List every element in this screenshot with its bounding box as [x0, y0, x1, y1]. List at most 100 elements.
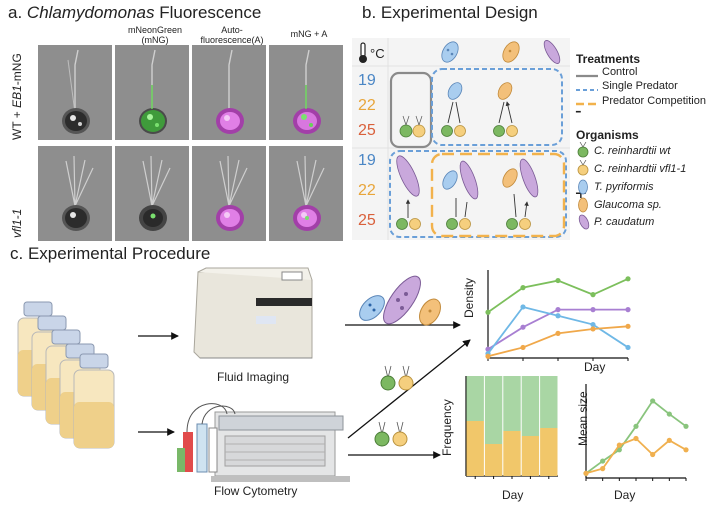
column-header-merged: mNG + A	[290, 29, 328, 39]
temp-25-top: 25	[358, 122, 376, 139]
density-series-0-point	[590, 292, 596, 298]
tetrahymena-icon	[441, 41, 459, 63]
column-header-autofluorescence: Auto-fluorescence(A)	[200, 25, 264, 45]
legend-predator-competition-label: Predator Competition	[602, 95, 706, 107]
size-ylabel: Mean size	[576, 391, 590, 446]
temp-22-bottom: 22	[358, 182, 376, 199]
frequency-bar-4-seg-1	[540, 376, 558, 428]
frequency-bar-1-seg-1	[484, 376, 503, 444]
size-series-1-point	[633, 435, 639, 442]
micrograph-wt-merged	[269, 45, 343, 140]
algae-pair-icons-low	[374, 421, 408, 447]
design-grid	[352, 38, 570, 240]
density-series-0-point	[485, 309, 491, 315]
legend-organism-vfl1: C. reinhardtii vfl1-1	[594, 163, 687, 175]
column-header-mng: mNeonGreen(mNG)	[127, 25, 183, 45]
size-series-1-point	[583, 470, 589, 476]
micrograph-vfl1-mng	[115, 146, 189, 241]
frequency-bar-0-seg-0	[466, 421, 484, 476]
temperature-unit: °C	[370, 46, 385, 61]
frequency-bar-2-seg-0	[503, 431, 521, 476]
thermometer-icon	[358, 42, 368, 64]
legend-organism-tetrahymena: T. pyriformis	[594, 181, 654, 193]
density-series-2-point	[555, 313, 561, 319]
density-chart	[485, 270, 631, 361]
micrograph-wt-autofluorescence	[192, 45, 266, 140]
micrograph-wt-mng	[115, 45, 189, 140]
temp-25-bottom: 25	[358, 212, 376, 229]
temp-22-top: 22	[358, 97, 376, 114]
density-series-0-point	[625, 276, 631, 282]
legend-organism-glaucoma: Glaucoma sp.	[594, 199, 662, 211]
micrograph-vfl1-merged	[269, 146, 343, 241]
density-series-1-point	[555, 307, 561, 313]
bottom-row-organisms	[396, 155, 539, 230]
frequency-ylabel: Frequency	[440, 399, 454, 456]
size-series-1-point	[666, 437, 672, 443]
legend-control-label: Control	[602, 66, 638, 78]
sign-minus: -	[575, 100, 582, 122]
density-series-3-point	[485, 353, 491, 359]
temp-19-top: 19	[358, 72, 376, 89]
frequency-bar-4-seg-0	[540, 428, 558, 476]
predator-cluster-icons	[359, 275, 441, 326]
yellow-alga-icon	[577, 160, 589, 176]
size-series-1-point	[616, 442, 622, 448]
legend-single-predator-swatch	[576, 89, 598, 91]
size-series-0-point	[600, 458, 606, 464]
frequency-bar-3-seg-0	[521, 436, 540, 476]
size-series-0-point	[666, 411, 672, 417]
density-series-3-point	[625, 323, 631, 329]
frequency-chart	[465, 376, 558, 479]
legend-single-predator-label: Single Predator	[602, 80, 678, 92]
frequency-bar-0-seg-1	[466, 376, 484, 421]
size-series-1-point	[650, 451, 656, 458]
treatments-heading: Treatments	[576, 52, 641, 66]
density-series-3-point	[590, 326, 596, 332]
panel-b-title: b. Experimental Design	[362, 3, 538, 22]
legend-organism-wt: C. reinhardtii wt	[594, 145, 671, 157]
glaucoma-icon	[502, 41, 520, 63]
sign-plus: +	[575, 183, 587, 205]
frequency-bar-2-seg-1	[503, 376, 521, 431]
predator-competition-box	[430, 152, 566, 238]
organisms-heading: Organisms	[576, 128, 639, 142]
frequency-bar-3-seg-1	[521, 376, 540, 436]
size-series-0-point	[616, 447, 622, 453]
micrograph-vfl1-autofluorescence	[192, 146, 266, 241]
density-series-1-point	[520, 324, 526, 330]
density-series-0-point	[555, 277, 561, 284]
frequency-xlabel: Day	[502, 488, 524, 502]
temp-19-bottom: 19	[358, 152, 376, 169]
flow-cytometer	[177, 403, 350, 482]
frequency-bar-1-seg-0	[484, 444, 503, 476]
legend-predator-competition-swatch	[576, 102, 598, 106]
panel-c-title: c. Experimental Procedure	[10, 244, 211, 263]
density-ylabel: Density	[462, 277, 476, 318]
density-series-1-point	[590, 307, 596, 313]
algae-pair-icons-mid	[380, 365, 414, 391]
paramecium-icon	[578, 214, 590, 230]
flow-cytometry-label: Flow Cytometry	[214, 484, 298, 498]
size-series-1-point	[600, 466, 606, 472]
single-predator-box-top	[431, 68, 563, 146]
size-series-0-point	[683, 423, 689, 429]
density-series-0-point	[520, 285, 526, 291]
green-alga-icon	[577, 142, 589, 158]
density-series-3-point	[520, 344, 526, 351]
top-row-organisms	[399, 82, 518, 138]
density-xlabel: Day	[584, 360, 606, 374]
micrograph-wt-brightfield	[38, 45, 112, 140]
legend-control-swatch	[576, 74, 598, 78]
paramecium-icon	[543, 40, 561, 64]
size-chart	[583, 384, 689, 481]
fluid-imaging-machine	[193, 267, 313, 359]
legend-organism-paramecium: P. caudatum	[594, 216, 655, 228]
micrograph-vfl1-brightfield	[38, 146, 112, 241]
size-xlabel: Day	[614, 488, 636, 502]
size-series-1-point	[683, 447, 689, 453]
tetrahymena-icon	[578, 179, 588, 195]
fluid-imaging-label: Fluid Imaging	[217, 370, 290, 384]
glaucoma-icon	[578, 197, 588, 213]
density-series-1-point	[625, 307, 631, 313]
